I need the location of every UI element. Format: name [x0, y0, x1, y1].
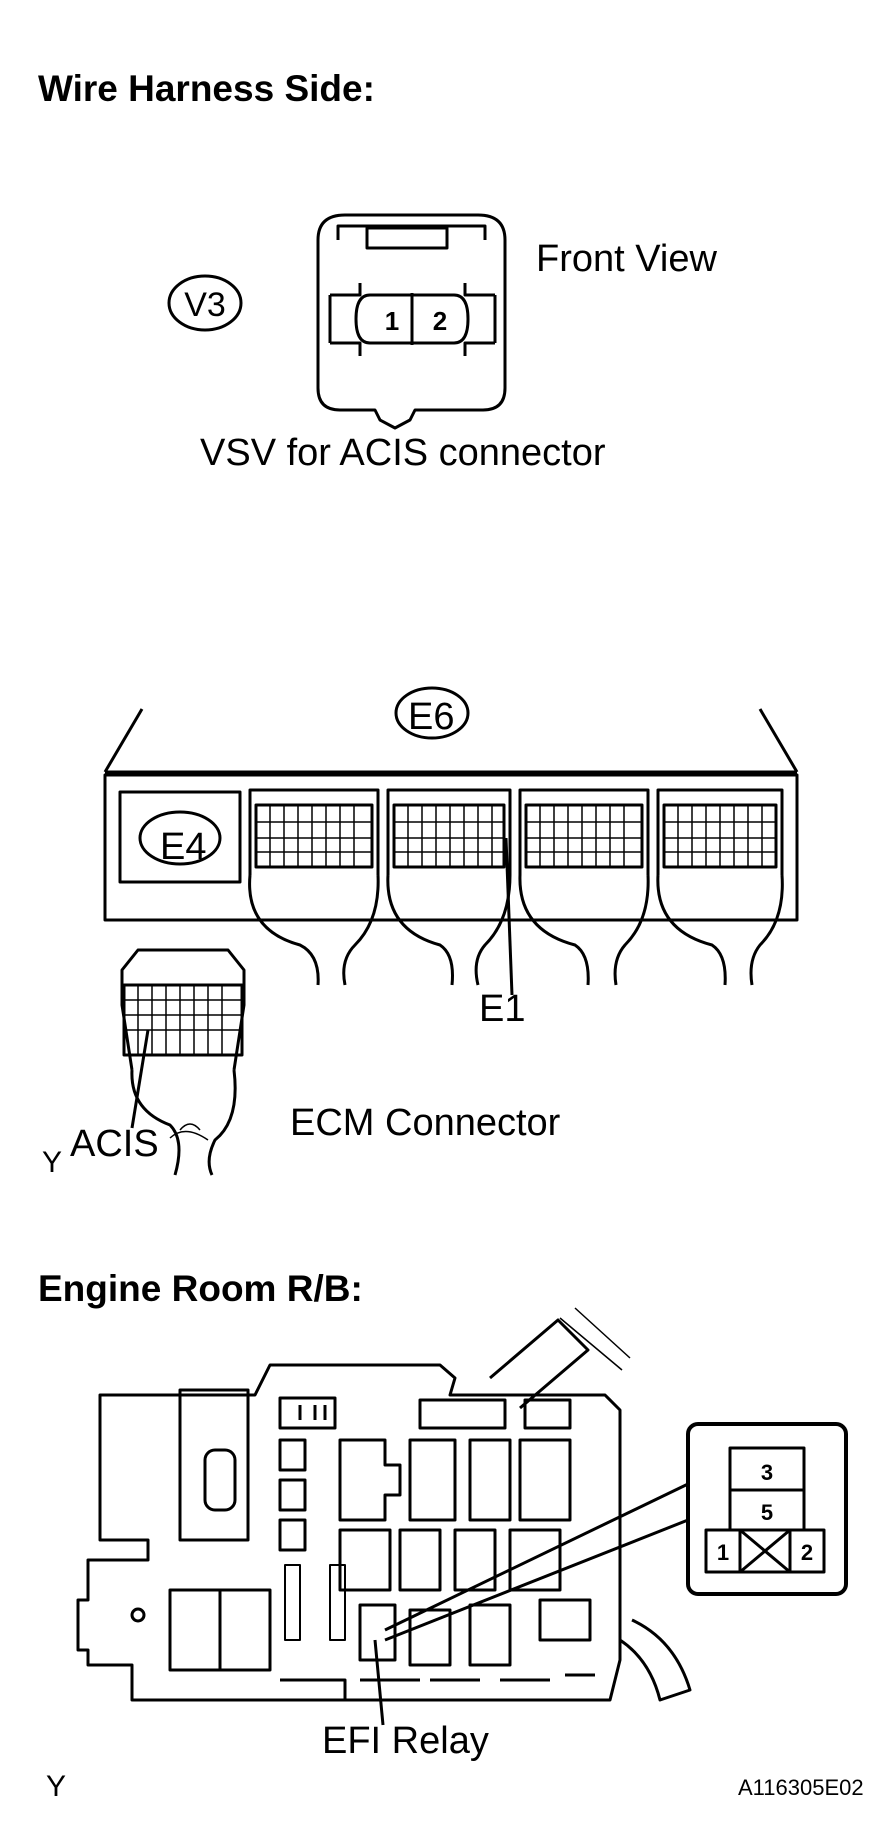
relay-box-drawing	[76, 1307, 848, 1726]
v3-code-text: V3	[184, 286, 226, 324]
ecm-connector-4	[656, 788, 784, 986]
relay-box-cover-tab	[489, 1318, 590, 1410]
engine-room-rb-title: Engine Room R/B:	[38, 1268, 363, 1309]
relay-pin-2: 2	[801, 1540, 813, 1565]
e4-socket	[118, 790, 242, 884]
ecm-drawing	[103, 686, 799, 1176]
relay-pin-detail-box	[686, 1422, 848, 1596]
e6-code-oval	[394, 686, 470, 740]
relay-callout-line-bottom	[384, 1518, 689, 1642]
vsv-pin-2: 2	[433, 306, 447, 336]
front-view-label: Front View	[536, 238, 717, 280]
ecm-connector-1	[248, 788, 380, 986]
relay-pin-row	[704, 1528, 826, 1574]
vsv-housing	[316, 213, 507, 430]
vsv-latch-window	[365, 226, 449, 250]
ecm-connector-3	[518, 788, 650, 986]
relay-pin-1: 1	[717, 1540, 729, 1565]
vsv-pin-1: 1	[385, 306, 399, 336]
ecm-connector-2	[386, 788, 512, 986]
relay-pin-3: 3	[761, 1460, 773, 1485]
acis-leader-line	[130, 1029, 150, 1129]
vsv-shroud	[328, 283, 497, 356]
vsv-latch	[336, 224, 487, 240]
wire-harness-side-title: Wire Harness Side:	[38, 68, 375, 109]
e4-code-oval	[138, 810, 222, 866]
figure-code: A116305E02	[738, 1775, 864, 1800]
ecm-marker-y: Y	[42, 1146, 63, 1179]
ecm-code-e6: E6	[408, 696, 455, 738]
efi-relay-leader-line	[373, 1639, 385, 1726]
ecm-body	[103, 773, 799, 922]
relay-box-harness	[619, 1618, 692, 1702]
v3-code-oval	[167, 274, 243, 332]
vsv-connector-label: VSV for ACIS connector	[200, 432, 606, 474]
relay-pin-5: 5	[761, 1500, 773, 1525]
efi-relay-label: EFI Relay	[322, 1720, 489, 1762]
vsv-connector-drawing	[167, 213, 507, 430]
ecm-pin-acis-label: ACIS	[70, 1123, 159, 1165]
e1-leader-line	[504, 837, 514, 996]
ecm-connector-label: ECM Connector	[290, 1102, 561, 1144]
relay-callout-line-top	[384, 1482, 689, 1632]
efi-relay-socket	[358, 1603, 397, 1662]
e4-loose-connector	[120, 948, 246, 1176]
ecm-pin-e1-label: E1	[479, 988, 526, 1030]
relay-box-fuse-holder	[178, 1388, 250, 1542]
relay-marker-y: Y	[46, 1770, 67, 1803]
relay-box-outline	[76, 1363, 622, 1702]
